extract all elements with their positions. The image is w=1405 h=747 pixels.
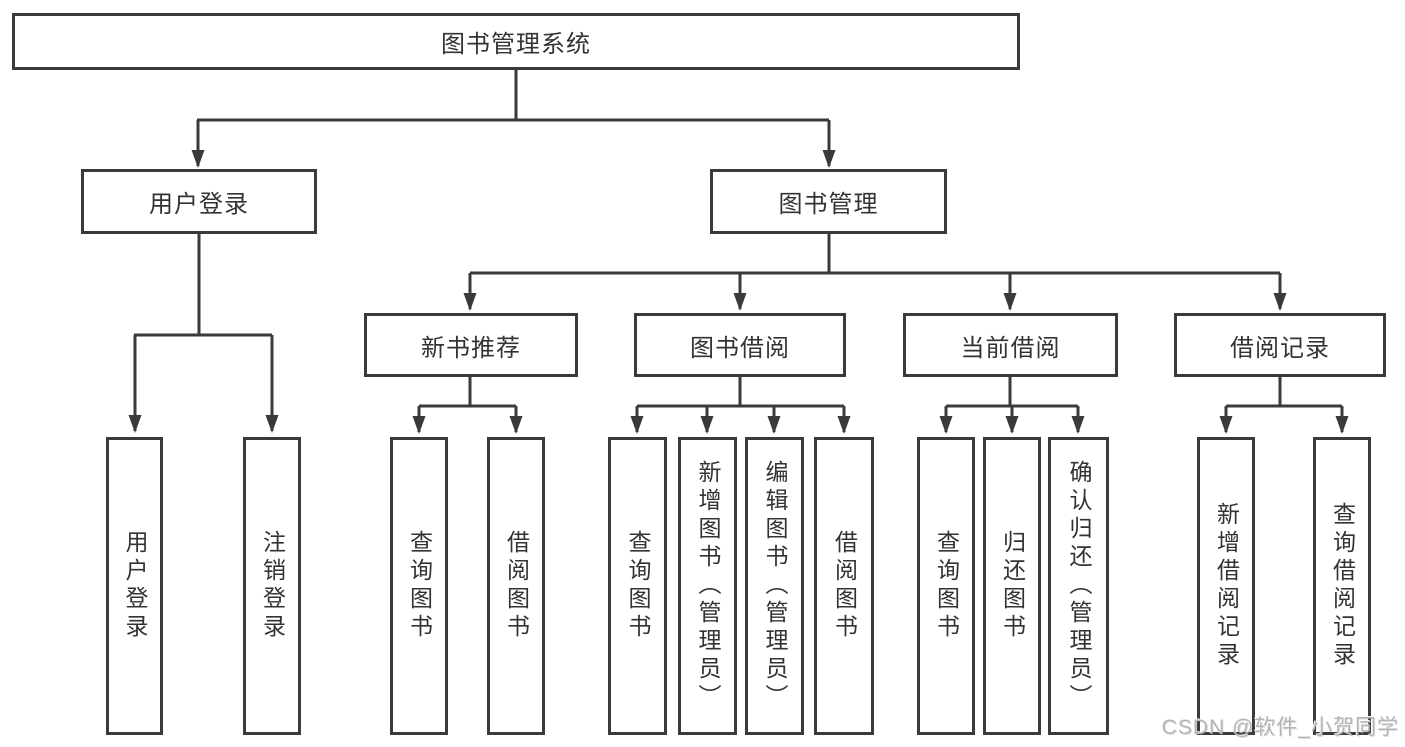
node-label: 借阅图书 (503, 530, 530, 642)
node-root-library-system: 图书管理系统 (12, 13, 1020, 70)
node-label: 用户登录 (122, 530, 148, 642)
leaf-add-borrow-record: 新增借阅记录 (1197, 437, 1255, 735)
leaf-confirm-return-admin: 确认归还（管理员） (1048, 437, 1109, 735)
node-label: 查询图书 (406, 530, 433, 642)
node-label: 用户登录 (149, 191, 249, 218)
leaf-query-borrow-record: 查询借阅记录 (1313, 437, 1371, 735)
node-label: 查询图书 (933, 530, 960, 642)
node-new-book-recommend: 新书推荐 (364, 313, 578, 377)
leaf-logout: 注销登录 (243, 437, 301, 735)
csdn-watermark: CSDN @软件_小贺同学 (1161, 716, 1399, 739)
leaf-borrow-book: 借阅图书 (814, 437, 874, 735)
node-label: 借阅记录 (1230, 334, 1330, 362)
node-label: 借阅图书 (831, 530, 858, 642)
node-book-borrowing: 图书借阅 (634, 313, 846, 377)
node-user-login-group: 用户登录 (81, 169, 317, 234)
leaf-user-login: 用户登录 (106, 437, 163, 735)
node-label: 查询图书 (625, 530, 651, 642)
node-label: 新书推荐 (421, 334, 521, 362)
node-borrowing-records: 借阅记录 (1174, 313, 1386, 377)
leaf-return-book: 归还图书 (983, 437, 1041, 735)
node-current-borrowing: 当前借阅 (903, 313, 1118, 377)
node-label: 注销登录 (259, 530, 286, 642)
leaf-query-book-current: 查询图书 (917, 437, 975, 735)
node-label: 当前借阅 (960, 334, 1061, 362)
node-label: 新增借阅记录 (1213, 502, 1240, 670)
node-book-management: 图书管理 (710, 169, 947, 234)
leaf-query-book-borrowing: 查询图书 (608, 437, 667, 735)
leaf-edit-book-admin: 编辑图书（管理员） (745, 437, 804, 735)
node-label: 查询借阅记录 (1329, 502, 1356, 670)
node-label: 确认归还（管理员） (1066, 460, 1092, 712)
leaf-query-book-recommend: 查询图书 (390, 437, 448, 735)
node-label: 图书管理系统 (441, 31, 591, 58)
leaf-add-book-admin: 新增图书（管理员） (678, 437, 737, 735)
node-label: 图书借阅 (690, 334, 790, 362)
node-label: 图书管理 (778, 191, 879, 218)
node-label: 归还图书 (999, 530, 1026, 642)
node-label: 编辑图书（管理员） (762, 460, 788, 712)
node-label: 新增图书（管理员） (695, 460, 721, 712)
leaf-borrow-book-recommend: 借阅图书 (487, 437, 545, 735)
